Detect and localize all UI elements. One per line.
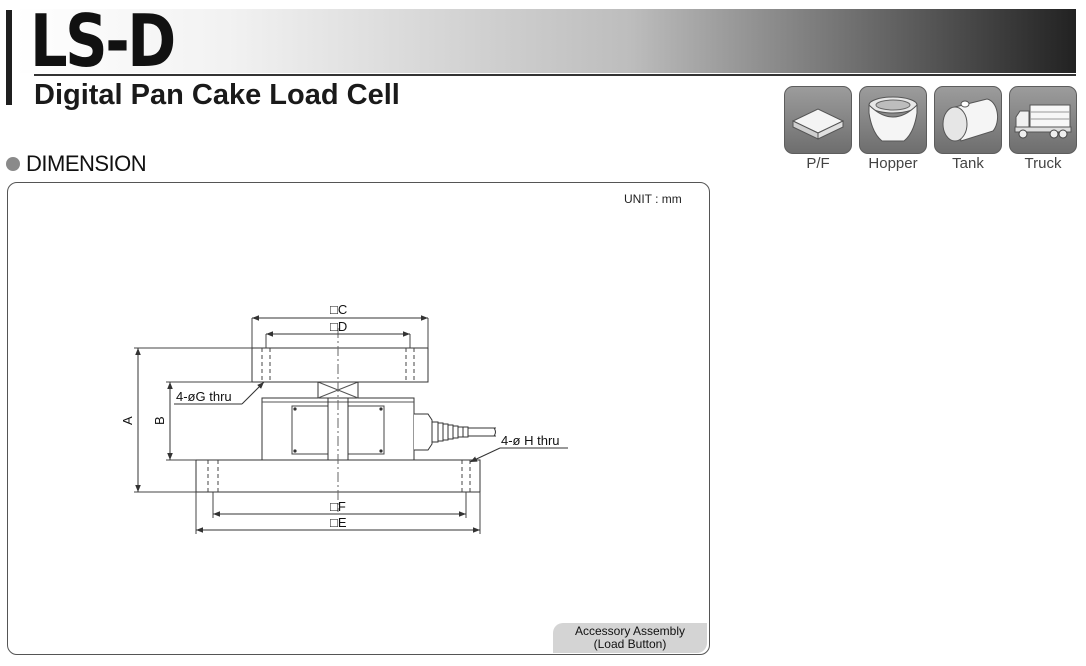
unit-label: UNIT : mm <box>624 192 682 206</box>
application-tank: Tank <box>934 86 1002 173</box>
screw-dot <box>379 407 383 411</box>
g-holes-leader-arrow <box>241 381 265 405</box>
application-icons: P/F Hopper Tank <box>784 86 1084 173</box>
badge-line-1: Accessory Assembly <box>574 624 686 638</box>
screw-dot <box>379 449 383 453</box>
application-label: P/F <box>806 155 830 172</box>
header-gradient-band <box>14 9 1076 73</box>
top-plate <box>251 347 429 383</box>
truck-icon <box>1009 86 1077 154</box>
screw-dot <box>293 407 297 411</box>
dimension-d-label: □D <box>330 319 347 334</box>
platform-icon <box>784 86 852 154</box>
application-truck: Truck <box>1009 86 1077 173</box>
dimension-f-label: □F <box>330 499 346 514</box>
section-heading: DIMENSION <box>6 151 147 177</box>
cable-gland <box>414 413 433 451</box>
application-pf: P/F <box>784 86 852 173</box>
hopper-icon <box>859 86 927 154</box>
h-holes-leader-arrow <box>469 447 501 463</box>
dimension-b-label: B <box>152 416 167 425</box>
cable <box>468 427 496 437</box>
title-accent-bar <box>6 10 12 105</box>
product-subtitle: Digital Pan Cake Load Cell <box>34 79 400 111</box>
h-holes-label: 4-ø H thru <box>501 433 560 448</box>
tank-icon <box>934 86 1002 154</box>
model-name: LS-D <box>30 0 176 83</box>
dimension-c-label: □C <box>330 302 347 317</box>
accessory-badge: Accessory Assembly (Load Button) <box>553 623 707 653</box>
cable-break <box>493 427 496 437</box>
header-rule <box>34 74 1076 76</box>
application-label: Tank <box>952 155 984 172</box>
application-hopper: Hopper <box>859 86 927 173</box>
application-label: Truck <box>1024 155 1062 172</box>
cable-strain-relief <box>431 421 469 443</box>
application-label: Hopper <box>868 155 918 172</box>
dimension-e-label: □E <box>330 515 347 530</box>
screw-dot <box>293 449 297 453</box>
badge-line-2: (Load Button) <box>593 637 667 651</box>
bullet-icon <box>6 157 20 171</box>
dimension-a-label: A <box>120 416 135 425</box>
section-title: DIMENSION <box>26 151 147 176</box>
g-holes-label: 4-øG thru <box>176 389 232 404</box>
